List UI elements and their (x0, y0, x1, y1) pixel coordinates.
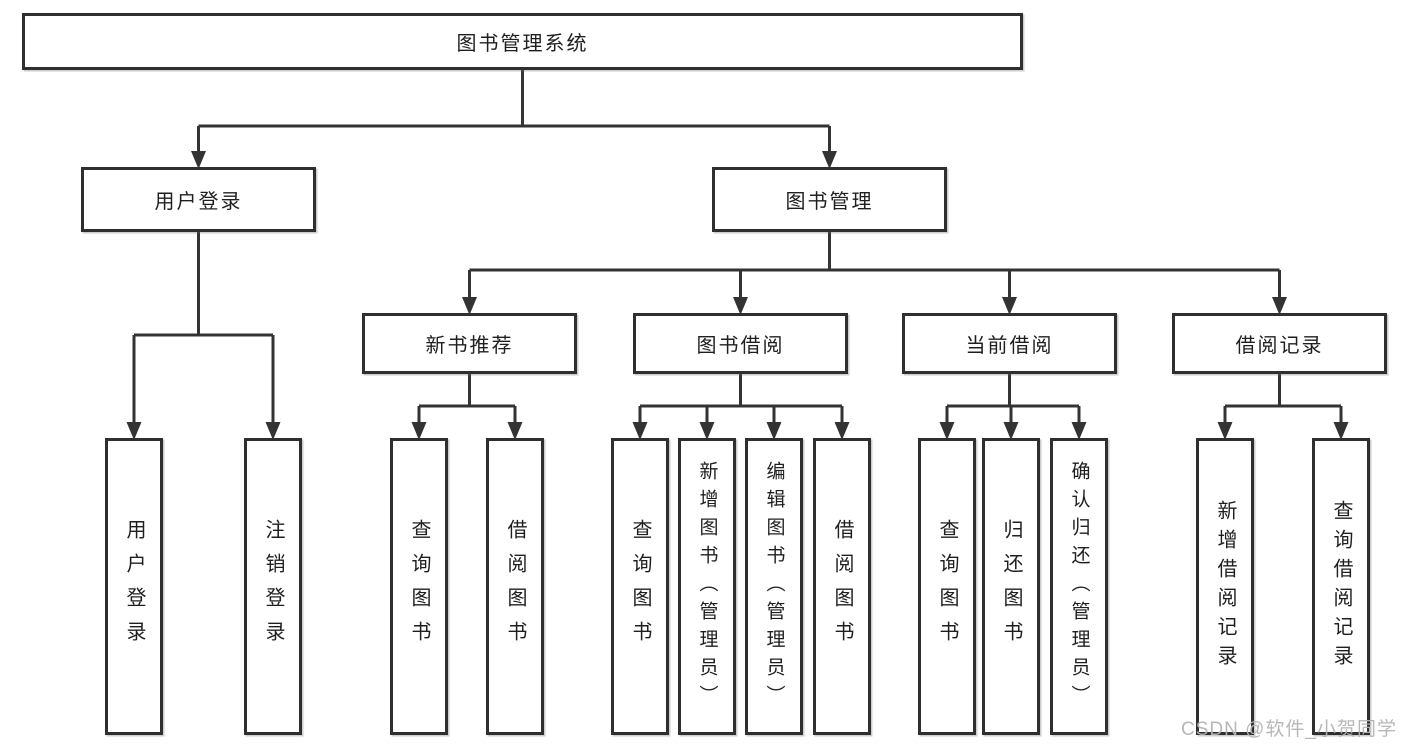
node-current-borrow: 当前借阅 (902, 313, 1117, 374)
leaf-query-books-borrow: 查询图书 (611, 438, 669, 735)
leaf-borrow-books-recommend: 借阅图书 (486, 438, 544, 735)
leaf-confirm-return-admin: 确认归还（管理员） (1050, 438, 1108, 735)
node-book-borrow: 图书借阅 (633, 313, 848, 374)
node-book-management: 图书管理 (712, 167, 947, 232)
leaf-query-books-recommend: 查询图书 (390, 438, 448, 735)
leaf-add-borrow-record: 新增借阅记录 (1196, 438, 1254, 735)
leaf-return-books: 归还图书 (982, 438, 1040, 735)
leaf-add-books-admin: 新增图书（管理员） (678, 438, 736, 735)
leaf-query-borrow-record: 查询借阅记录 (1312, 438, 1370, 735)
leaf-edit-books-admin: 编辑图书（管理员） (745, 438, 803, 735)
leaf-borrow-books: 借阅图书 (813, 438, 871, 735)
node-borrow-records: 借阅记录 (1172, 313, 1387, 374)
leaf-user-login: 用户登录 (105, 438, 163, 735)
csdn-watermark: CSDN @软件_小贺同学 (1181, 719, 1397, 740)
node-new-book-recommend: 新书推荐 (362, 313, 577, 374)
node-user-login: 用户登录 (81, 167, 316, 232)
node-root-library-system: 图书管理系统 (22, 13, 1023, 70)
leaf-logout: 注销登录 (244, 438, 302, 735)
leaf-query-books-current: 查询图书 (918, 438, 976, 735)
